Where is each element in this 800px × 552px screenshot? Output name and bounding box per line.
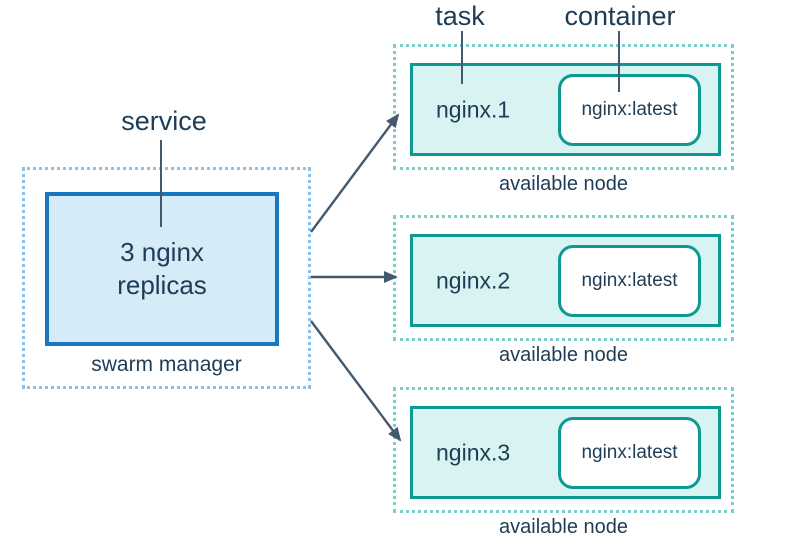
- service-box-text-line2: replicas: [117, 270, 207, 300]
- node-3-caption: available node: [499, 516, 628, 538]
- node-3-task-name: nginx.3: [436, 439, 511, 465]
- node-2-container-box: nginx:latest: [558, 244, 701, 317]
- task-label: task: [435, 1, 485, 31]
- swarm-manager-caption: swarm manager: [91, 353, 242, 376]
- arrow-to-node-1: [310, 113, 400, 233]
- service-box-text-line1: 3 nginx: [120, 237, 204, 267]
- node-3: nginx.3 nginx:latest available node: [393, 387, 734, 539]
- node-3-task-box: nginx.3 nginx:latest: [410, 406, 721, 499]
- node-1-dotted-box: nginx.1 nginx:latest: [393, 44, 734, 170]
- node-1-task-name: nginx.1: [436, 96, 511, 122]
- node-1-container-label: nginx:latest: [581, 98, 678, 120]
- node-2-caption: available node: [499, 344, 628, 366]
- node-2-container-label: nginx:latest: [581, 269, 678, 291]
- node-2-task-name: nginx.2: [436, 267, 511, 293]
- node-3-container-label: nginx:latest: [581, 441, 678, 463]
- node-1-task-box: nginx.1 nginx:latest: [410, 63, 721, 156]
- node-1-caption: available node: [499, 173, 628, 195]
- arrow-to-node-3: [310, 320, 402, 442]
- service-label: service: [121, 106, 207, 136]
- node-3-dotted-box: nginx.3 nginx:latest: [393, 387, 734, 513]
- node-2: nginx.2 nginx:latest available node: [393, 215, 734, 367]
- node-1: nginx.1 nginx:latest available node: [393, 44, 734, 196]
- service-box: 3 nginx replicas: [45, 192, 279, 346]
- swarm-manager-dotted-box: [22, 167, 311, 389]
- node-3-container-box: nginx:latest: [558, 416, 701, 489]
- node-2-task-box: nginx.2 nginx:latest: [410, 234, 721, 327]
- node-1-container-box: nginx:latest: [558, 73, 701, 146]
- container-label: container: [564, 1, 676, 31]
- node-2-dotted-box: nginx.2 nginx:latest: [393, 215, 734, 341]
